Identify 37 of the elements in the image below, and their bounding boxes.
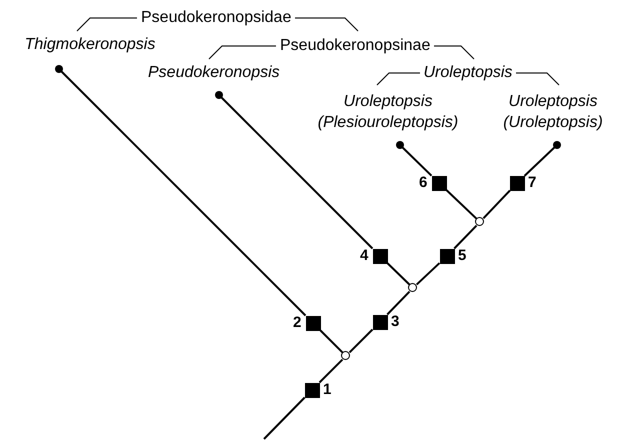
character-square — [306, 316, 320, 330]
branch-line — [386, 262, 410, 286]
character-square — [372, 314, 388, 330]
character-square — [304, 382, 320, 398]
character-number: 1 — [323, 382, 332, 398]
character-number: 3 — [391, 314, 400, 330]
branch-line — [524, 141, 561, 177]
branch-line — [318, 358, 344, 384]
branch-line — [215, 91, 374, 250]
taxon-name: Uroleptopsis (Plesiouroleptopsis) — [316, 91, 460, 145]
taxon-name: Uroleptopsis (Uroleptopsis) — [495, 91, 611, 145]
node-circle — [341, 351, 350, 360]
group-label: Pseudokeronopsidae — [137, 9, 296, 27]
group-label: Pseudokeronopsinae — [276, 37, 434, 55]
branch-line — [348, 328, 374, 354]
character-number: 4 — [360, 248, 368, 264]
character-number: 2 — [293, 315, 302, 331]
character-number: 6 — [419, 175, 428, 191]
branch-line — [482, 190, 511, 220]
branch-line — [416, 262, 440, 286]
branch-line — [55, 65, 306, 316]
character-number: 5 — [458, 248, 466, 264]
branch-line — [454, 224, 478, 250]
branch-line — [386, 290, 410, 316]
branch-line — [446, 189, 478, 220]
character-number: 7 — [528, 175, 536, 191]
branch-line — [396, 141, 432, 176]
character-square — [510, 176, 524, 190]
character-square — [432, 176, 446, 190]
node-circle — [475, 217, 484, 226]
character-square — [440, 248, 454, 264]
character-square — [372, 248, 388, 264]
branch-line — [320, 330, 344, 354]
group-label: Uroleptopsis — [420, 64, 516, 82]
node-circle — [408, 283, 417, 292]
branch-line — [263, 396, 306, 440]
taxon-name: Pseudokeronopsis — [148, 62, 278, 95]
